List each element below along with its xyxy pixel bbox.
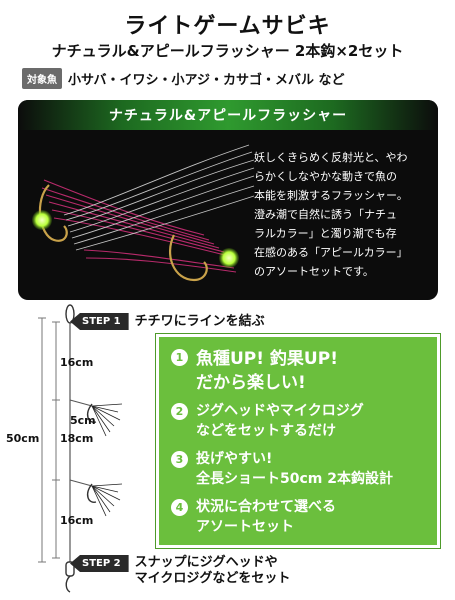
step-2: STEP 2 スナップにジグヘッドや マイクロジグなどをセット [70, 555, 290, 587]
feature-line: ジグヘッドやマイクロジグ [196, 403, 364, 419]
feature-line: 状況に合わせて選べる [196, 499, 336, 515]
feature-item: 1 魚種UP! 釣果UP! だから楽しい! [171, 347, 338, 395]
target-fish-badge: 対象魚 [22, 67, 62, 89]
target-fish-list: 小サバ・イワシ・小アジ・カサゴ・メバル など [68, 72, 345, 88]
flasher-panel-heading: ナチュラル&アピールフラッシャー [108, 108, 348, 124]
flasher-hooks-image [32, 144, 255, 282]
product-title: ライトゲームサビキ [124, 14, 331, 39]
description-line: 在感のある「アピールカラー」 [254, 246, 408, 259]
dim-top-length: 16cm [60, 356, 94, 369]
description-line: ラルカラー」と濁り潮でも存 [254, 227, 397, 240]
feature-item: 3 投げやすい! 全長ショート50cm 2本鈎設計 [171, 449, 393, 489]
step-1-text: チチワにラインを結ぶ [134, 313, 265, 329]
dim-branch-length: 5cm [70, 414, 96, 427]
step-1-badge: STEP 1 [70, 313, 129, 330]
rig-diagram [38, 304, 123, 593]
flasher-panel-header: ナチュラル&アピールフラッシャー [18, 100, 438, 130]
feature-number-icon: 2 [171, 403, 188, 420]
features-box: 1 魚種UP! 釣果UP! だから楽しい! 2 ジグヘッドやマイクロジグ などを… [156, 334, 440, 548]
description-line: 本能を刺激するフラッシャー。 [254, 189, 408, 202]
feature-number-icon: 1 [171, 349, 188, 366]
feature-line: だから楽しい! [196, 373, 306, 393]
flasher-description: 妖しくきらめく反射光と、やわ らかくしなやかな動きで魚の 本能を刺激するフラッシ… [254, 148, 434, 281]
product-subtitle: ナチュラル&アピールフラッシャー 2本鈎×2セット [51, 42, 404, 60]
step-1: STEP 1 チチワにラインを結ぶ [70, 313, 265, 330]
feature-line: 投げやすい! [196, 451, 273, 467]
target-fish-row: 対象魚 小サバ・イワシ・小アジ・カサゴ・メバル など [22, 67, 345, 89]
feature-line: 全長ショート50cm 2本鈎設計 [196, 471, 393, 487]
step-2-badge: STEP 2 [70, 555, 129, 572]
description-line: 澄み潮で自然に誘う「ナチュ [254, 208, 397, 221]
feature-item: 4 状況に合わせて選べる アソートセット [171, 497, 336, 537]
dim-bottom-length: 16cm [60, 514, 94, 527]
feature-line: アソートセット [196, 519, 294, 535]
feature-line: 魚種UP! 釣果UP! [196, 349, 338, 369]
step-2-line: マイクロジグなどをセット [134, 571, 291, 586]
description-line: のアソートセットです。 [254, 265, 374, 278]
description-line: らかくしなやかな動きで魚の [254, 170, 397, 183]
step-2-line: スナップにジグヘッドや [134, 555, 278, 570]
feature-item: 2 ジグヘッドやマイクロジグ などをセットするだけ [171, 401, 364, 441]
feature-line: などをセットするだけ [196, 423, 336, 439]
feature-number-icon: 3 [171, 451, 188, 468]
dim-total-length: 50cm [6, 432, 40, 445]
description-line: 妖しくきらめく反射光と、やわ [254, 151, 408, 164]
feature-number-icon: 4 [171, 499, 188, 516]
flasher-panel: ナチュラル&アピールフラッシャー [18, 100, 438, 300]
step-2-text: スナップにジグヘッドや マイクロジグなどをセット [135, 555, 291, 587]
dim-middle-length: 18cm [60, 432, 94, 445]
